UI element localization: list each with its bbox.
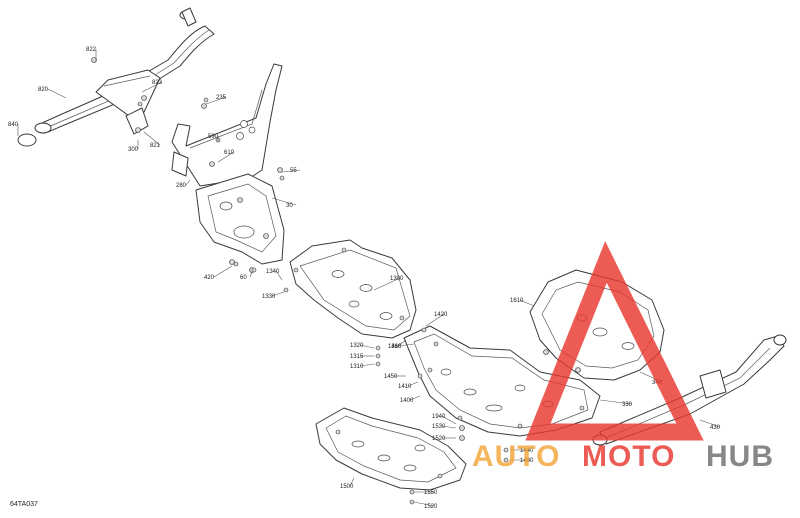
- front-skid-plate: [195, 173, 285, 273]
- callout-1440: 1440: [520, 448, 534, 454]
- callout-610: 610: [224, 150, 235, 156]
- callout-280: 280: [176, 183, 187, 189]
- callout-1520: 1520: [432, 436, 446, 442]
- diagram-code: 64TA037: [10, 501, 38, 508]
- callout-1940: 1940: [432, 414, 446, 420]
- callout-420: 420: [204, 275, 215, 281]
- callout-labels: 822 820 840 823 300 821 235 590 610 55 280 30 420 60 1…: [8, 47, 721, 510]
- watermark-word-hub: HUB: [706, 440, 774, 473]
- callout-leader: [249, 271, 253, 278]
- callout-leader: [425, 313, 445, 327]
- callout-820: 820: [38, 87, 49, 93]
- watermark-word-auto: AUTO: [472, 440, 560, 473]
- callout-leader: [185, 179, 191, 186]
- loose-fasteners: [137, 97, 585, 505]
- front-bracket: [171, 63, 283, 187]
- callout-1430: 1430: [520, 458, 534, 464]
- callout-leader: [271, 197, 297, 206]
- callout-1550: 1550: [424, 490, 438, 496]
- callout-823: 823: [152, 80, 163, 86]
- callout-1450: 1450: [384, 374, 398, 380]
- callout-300: 300: [128, 147, 139, 153]
- callout-1320: 1320: [350, 343, 364, 349]
- callout-leader: [281, 169, 301, 173]
- bumper-end-cap: [17, 133, 37, 147]
- callout-1400: 1400: [400, 398, 414, 404]
- callout-leader: [47, 88, 67, 99]
- callout-430: 430: [710, 425, 721, 431]
- callout-leader: [275, 270, 283, 281]
- callout-leader: [359, 363, 375, 367]
- callout-leader: [409, 395, 421, 401]
- callout-1530: 1530: [432, 424, 446, 430]
- callout-leader: [599, 399, 633, 405]
- bumper-tube: [17, 7, 215, 147]
- callout-leader: [271, 291, 285, 297]
- callout-leader: [205, 96, 227, 105]
- callout-1310: 1310: [350, 364, 364, 370]
- callout-leader: [441, 415, 457, 425]
- watermark-logo: AUTO MOTO HUB: [472, 241, 774, 473]
- callout-1520: 1520: [424, 504, 438, 510]
- callout-1500: 1500: [340, 484, 354, 490]
- callout-leader: [397, 343, 415, 347]
- callout-1420: 1420: [434, 312, 448, 318]
- callout-leader: [519, 299, 535, 307]
- callout-821: 821: [150, 143, 161, 149]
- callout-1310: 1310: [388, 344, 402, 350]
- callout-840: 840: [8, 122, 19, 128]
- callout-60: 60: [240, 275, 247, 281]
- callout-leader: [373, 277, 401, 291]
- callout-leader: [349, 477, 355, 487]
- callout-leader: [407, 381, 419, 387]
- callout-leader: [217, 151, 235, 163]
- middle-skid-plate: [289, 239, 417, 339]
- callout-leader: [397, 339, 407, 347]
- lower-skid-plate: [315, 407, 467, 491]
- callout-1610: 1610: [510, 298, 524, 304]
- callout-leader: [141, 81, 163, 93]
- callout-590: 590: [208, 134, 219, 140]
- callout-1315: 1315: [350, 354, 364, 360]
- watermark-word-moto: MOTO: [582, 440, 675, 473]
- callout-leader: [213, 265, 233, 278]
- callout-leader: [699, 419, 721, 428]
- callout-330: 330: [622, 402, 633, 408]
- callout-1460: 1460: [388, 344, 402, 350]
- callout-1340: 1340: [266, 269, 280, 275]
- callout-1300: 1300: [390, 276, 404, 282]
- callout-30: 30: [286, 203, 293, 209]
- callout-leader: [441, 425, 457, 429]
- callout-leader: [359, 344, 375, 349]
- callout-235: 235: [216, 95, 227, 101]
- callout-leader: [143, 131, 161, 146]
- callout-1410: 1410: [398, 384, 412, 390]
- callout-1330: 1330: [262, 294, 276, 300]
- callout-55: 55: [290, 168, 297, 174]
- callout-822: 822: [86, 47, 97, 53]
- callout-leader: [413, 501, 435, 507]
